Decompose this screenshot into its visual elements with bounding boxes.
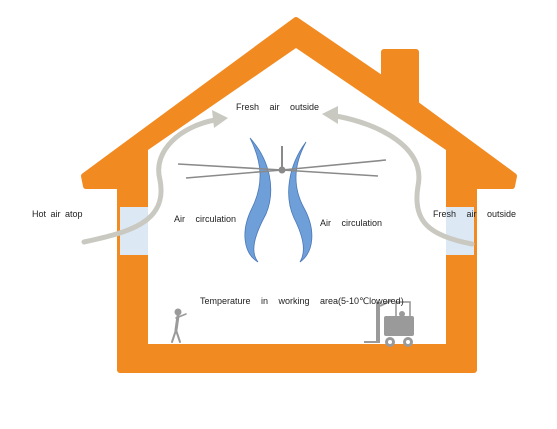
ceiling-fan-icon [177, 146, 387, 179]
air-flow-arrows [81, 113, 475, 247]
air-arrowhead-left [212, 110, 228, 128]
label-circulation-right: Air circulation [320, 218, 382, 228]
label-fresh-air-right: Fresh air outside [433, 209, 516, 219]
label-hot-air-atop: Hot air atop [32, 209, 83, 219]
air-arrow-left-exhaust [81, 117, 218, 245]
forklift-icon [364, 299, 414, 347]
label-temperature: Temperature in working area(5-10℃lowered… [200, 296, 404, 306]
air-arrowhead-right [322, 106, 338, 124]
person-icon [171, 308, 187, 343]
label-circulation-left: Air circulation [174, 214, 236, 224]
label-fresh-air-top: Fresh air outside [236, 102, 319, 112]
circulation-blade-right [288, 141, 313, 263]
window-right [446, 207, 474, 255]
air-arrow-right-intake [333, 113, 475, 247]
house-outline [81, 17, 517, 373]
